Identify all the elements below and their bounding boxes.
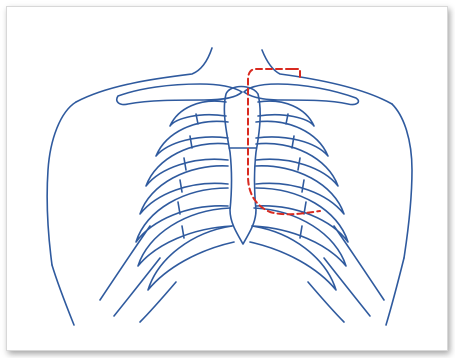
right-waist-outline: [386, 258, 404, 325]
incision-line: [248, 69, 320, 214]
right-neck-outline: [262, 50, 392, 104]
left-shoulder-outline: [47, 102, 76, 265]
right-shoulder-outline: [392, 104, 412, 258]
left-waist-outline: [52, 265, 74, 325]
sternum: [224, 87, 260, 245]
left-ribs: [100, 101, 234, 322]
left-neck-outline: [76, 48, 212, 102]
